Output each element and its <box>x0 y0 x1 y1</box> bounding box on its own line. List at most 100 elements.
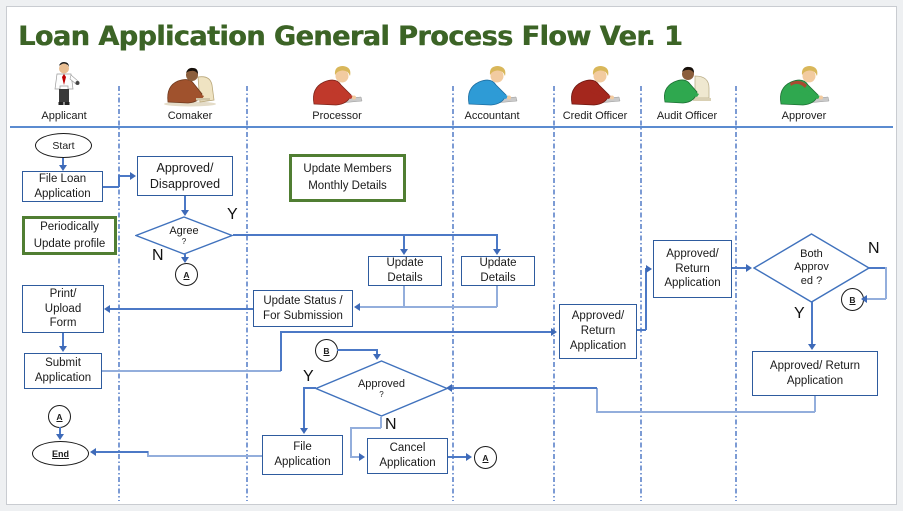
flow-line <box>496 234 498 250</box>
lane-divider <box>452 86 454 501</box>
flow-line <box>448 456 467 458</box>
flow-line <box>62 158 64 169</box>
arrowhead <box>551 327 557 336</box>
agree-no-label: N <box>152 247 164 264</box>
flow-line <box>280 331 282 371</box>
update-status-step: Update Status / For Submission <box>253 290 353 327</box>
lane-divider <box>553 86 555 501</box>
flow-line <box>147 455 262 457</box>
flow-line <box>110 308 253 310</box>
start-terminator: Start <box>35 133 92 158</box>
lane-label-comaker: Comaker <box>167 110 213 122</box>
comaker-icon <box>164 67 216 107</box>
connector-a-before-end: A <box>48 405 71 428</box>
flow-line <box>811 302 813 344</box>
connector-b-before-approved: B <box>315 339 338 362</box>
flow-line <box>350 427 352 457</box>
flow-line <box>360 306 497 308</box>
credit-officer-icon <box>571 66 621 106</box>
lane-label-accountant: Accountant <box>464 110 520 122</box>
flow-line <box>637 329 646 331</box>
agree-question: ? <box>181 237 187 247</box>
flow-line <box>303 387 305 429</box>
lane-label-credit-officer: Credit Officer <box>562 110 628 122</box>
flow-line <box>233 234 497 236</box>
flow-line <box>596 411 815 413</box>
arrowhead <box>399 249 408 255</box>
arrowhead <box>180 257 189 263</box>
flow-line <box>596 388 598 412</box>
flow-line <box>869 267 886 269</box>
arrowhead <box>354 303 360 311</box>
flow-line <box>147 451 149 456</box>
flow-line <box>645 268 647 330</box>
audit-officer-icon <box>664 66 711 104</box>
flow-line <box>62 333 64 347</box>
lane-label-applicant: Applicant <box>41 110 87 122</box>
flow-line <box>337 349 377 351</box>
flow-line <box>732 267 747 269</box>
approved-decision: Approved? <box>315 360 448 417</box>
flow-line <box>102 370 281 372</box>
arrowhead <box>299 428 308 434</box>
end-terminator: End <box>32 441 89 466</box>
approved-disapproved-step: Approved/ Disapproved <box>137 156 233 196</box>
accountant-icon <box>468 66 518 106</box>
slide-page <box>6 6 897 505</box>
lane-divider <box>118 86 120 501</box>
agree-yes-label: Y <box>227 206 238 223</box>
arrowhead <box>58 346 67 352</box>
arrowhead <box>466 452 472 461</box>
lane-divider <box>246 86 248 501</box>
approved-no-label: N <box>385 416 397 433</box>
update-members-monthly-note: Update Members Monthly Details <box>289 154 406 202</box>
both-approved-no-label: N <box>868 240 880 257</box>
page-title: Loan Application General Process Flow Ve… <box>18 21 683 52</box>
flow-line <box>59 427 61 435</box>
flow-line <box>184 253 186 259</box>
lane-divider <box>640 86 642 501</box>
arrowhead <box>492 249 501 255</box>
arrowhead <box>372 354 381 360</box>
agree-decision: Agree? <box>135 216 233 255</box>
arrowhead <box>646 264 652 273</box>
flow-line <box>118 176 120 187</box>
flow-line <box>103 186 119 188</box>
flow-line <box>303 387 316 389</box>
flow-line <box>350 456 360 458</box>
arrowhead <box>861 295 867 303</box>
flow-line <box>496 286 498 307</box>
both-approved-decision: Both Approv ed ? <box>753 233 870 303</box>
periodically-update-profile-note: Periodically Update profile <box>22 216 117 255</box>
flow-line <box>452 387 597 389</box>
arrowhead <box>58 165 67 171</box>
file-application-step: File Application <box>262 435 343 475</box>
approved-yes-label: Y <box>303 368 314 385</box>
approved-question: ? <box>379 390 384 400</box>
arrowhead <box>55 434 64 440</box>
arrowhead <box>746 264 752 272</box>
agree-text: Agree <box>169 224 199 237</box>
connector-a-after-agree: A <box>175 263 198 286</box>
lane-label-approver: Approver <box>781 110 827 122</box>
cancel-application-step: Cancel Application <box>367 438 448 474</box>
lane-header-line <box>10 126 893 128</box>
applicant-icon <box>54 62 80 105</box>
approver-icon <box>780 66 830 106</box>
arrowhead <box>180 210 189 216</box>
credit-approved-return-step: Approved/ Return Application <box>559 304 637 359</box>
flow-line <box>814 396 816 412</box>
approver-approved-return-step: Approved/ Return Application <box>752 351 878 396</box>
update-details-processor-step: Update Details <box>368 256 442 286</box>
arrowhead <box>807 344 816 350</box>
approved-text: Approved <box>357 377 406 390</box>
connector-a-after-cancel: A <box>474 446 497 469</box>
processor-icon <box>313 66 363 106</box>
flow-line <box>380 417 382 428</box>
flow-line <box>118 175 131 177</box>
submit-application-step: Submit Application <box>24 353 102 389</box>
arrowhead <box>130 172 136 180</box>
print-upload-form-step: Print/ Upload Form <box>22 285 104 333</box>
file-loan-application-step: File Loan Application <box>22 171 103 202</box>
